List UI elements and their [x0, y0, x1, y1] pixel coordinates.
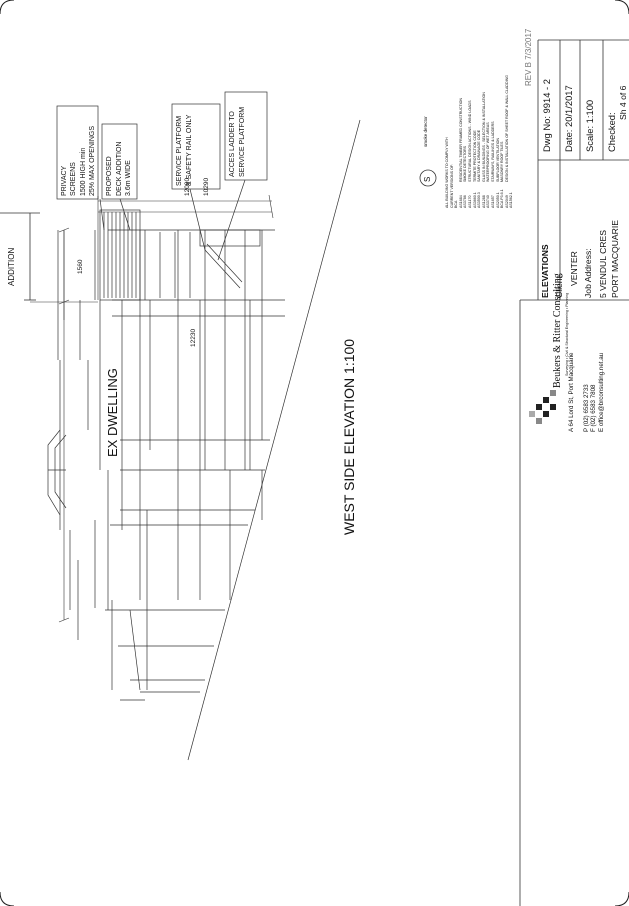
compliance-row: AS1562.1 — [509, 75, 514, 208]
firm-phone: P (02) 6583 2733 — [583, 384, 590, 432]
compliance-notes: ALL BUILDING WORKS TO COMPLY WITH CURREN… — [445, 75, 514, 208]
addition-label: ADDITION — [7, 247, 16, 286]
job-address-line1: 5 VENDUL CRES — [598, 230, 608, 298]
client-label: Client: — [554, 273, 564, 298]
callout-line: SCREENS — [70, 162, 78, 196]
callout-graphics — [56, 91, 268, 261]
elevation-title: WEST SIDE ELEVATION 1:100 — [341, 338, 357, 535]
callout-access-ladder: ACCES LADDER TO SERVICE PLATFORM — [228, 107, 247, 177]
firm-address: A 64 Lord St, Port Macquarie — [568, 352, 575, 432]
callout-line: SERVICE PLATFORM — [238, 106, 246, 177]
firm-logo — [529, 390, 556, 424]
addition-marker — [0, 212, 40, 301]
dim-10290: 10290 — [203, 177, 210, 196]
callout-line: 1500 HIGH min — [79, 147, 87, 196]
callout-line: PRIVACY — [61, 165, 68, 196]
smoke-detector-symbol — [419, 169, 437, 187]
callout-line: DECK ADDITION — [115, 141, 123, 196]
job-address-label: Job Address: — [583, 248, 593, 298]
checked-label: Checked: — [606, 112, 617, 152]
revision-note: REV B 7/3/2017 — [524, 28, 533, 86]
firm-contacts: P (02) 6583 2733 F (02) 6583 7808 E offi… — [583, 353, 605, 432]
callout-service-platform: SERVICE PLATFORM & SAFETY RAIL ONLY — [175, 115, 194, 186]
sheet-title: ELEVATIONS — [540, 244, 550, 298]
callout-privacy-screens: PRIVACY SCREENS 1500 HIGH min 25% MAX OP… — [60, 126, 97, 196]
title-block-frame — [519, 39, 629, 906]
job-address-line2: PORT MACQUARIE — [610, 220, 620, 298]
callout-line: 25% MAX OPENINGS — [88, 125, 96, 196]
dim-1560: 1560 — [77, 259, 84, 274]
compliance-code: AS1562.1 — [509, 192, 514, 208]
drawing-scale: Scale: 1:100 — [584, 99, 595, 152]
dim-12230: 12230 — [190, 328, 197, 347]
callout-line: PROPOSED — [106, 156, 113, 196]
smoke-detector-symbol-letter: S — [423, 176, 432, 182]
callout-line: 3.6m WIDE — [125, 160, 132, 196]
callout-deck-addition: PROPOSED DECK ADDITION 3.6m WIDE — [105, 142, 134, 196]
drawing-date: Date: 20/1/2017 — [563, 85, 574, 152]
dimension-lines — [30, 194, 274, 623]
callout-line: SERVICE PLATFORM — [176, 115, 183, 186]
firm-email: E office@brconsulting.net.au — [597, 352, 605, 432]
ex-dwelling-label: EX DWELLING — [105, 368, 120, 457]
dwg-no: Dwg No: 9914 - 2 — [541, 79, 552, 152]
sheet-number: Sh 4 of 6 — [618, 85, 628, 120]
firm-fax: F (02) 6583 7808 — [590, 384, 598, 432]
client-name: VENTER — [569, 251, 579, 286]
smoke-detector-label: smoke detector — [423, 116, 428, 147]
elevation-linework — [47, 119, 361, 761]
callout-line: ACCES LADDER TO — [229, 111, 236, 177]
callout-line: & SAFETY RAIL ONLY — [185, 114, 193, 186]
compliance-desc: DESIGN & INSTALLATION OF SHEET ROOF & WA… — [504, 75, 509, 182]
